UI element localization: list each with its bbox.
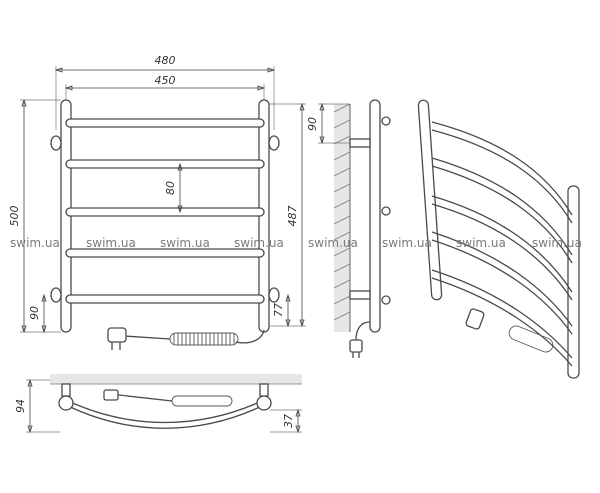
watermark-text: swim.ua xyxy=(308,236,358,250)
side-plug-icon xyxy=(349,339,363,358)
side-rung-2 xyxy=(381,206,391,216)
side-bracket-top xyxy=(349,138,371,148)
dim-overall-height: 500 xyxy=(8,206,21,227)
watermark-text: swim.ua xyxy=(10,236,60,250)
watermarks: swim.ua swim.ua swim.ua swim.ua swim.ua … xyxy=(10,236,582,250)
bottom-spiral-cord xyxy=(171,395,233,407)
persp-rung-1 xyxy=(431,121,573,216)
watermark-text: swim.ua xyxy=(532,236,582,250)
dim-bottom-offset-left: 90 xyxy=(28,306,41,320)
bottom-bracket-right xyxy=(259,383,269,397)
watermark-text: swim.ua xyxy=(382,236,432,250)
cord xyxy=(123,335,171,340)
mount-bottom-right xyxy=(268,287,280,303)
side-bracket-bottom xyxy=(349,290,371,300)
front-dimensions: 480 450 500 487 80 90 77 xyxy=(8,54,306,334)
rung-2 xyxy=(65,159,265,169)
perspective-view xyxy=(417,99,580,379)
side-rung-3 xyxy=(381,295,391,305)
dim-bottom-offset-right: 77 xyxy=(272,303,285,317)
dim-overall-width: 480 xyxy=(155,54,176,67)
persp-plug-icon xyxy=(465,308,485,330)
plug-icon xyxy=(107,327,127,350)
rung-1 xyxy=(65,118,265,128)
persp-rung-2 xyxy=(431,157,573,256)
bottom-view: 94 37 xyxy=(14,374,302,434)
persp-right-upright xyxy=(567,185,580,379)
side-rung-1 xyxy=(381,116,391,126)
bottom-left-pipe xyxy=(58,395,74,411)
mount-top-right xyxy=(268,135,280,151)
wall-section xyxy=(334,104,350,332)
bottom-rung-curve xyxy=(65,399,265,424)
watermark-text: swim.ua xyxy=(86,236,136,250)
persp-left-upright xyxy=(417,99,443,301)
bottom-cord xyxy=(109,393,173,402)
side-upright xyxy=(369,99,381,333)
persp-rung-3 xyxy=(431,195,573,293)
spiral-cord xyxy=(169,332,239,346)
dim-axis-width: 450 xyxy=(155,74,176,87)
persp-spiral-cord xyxy=(508,325,554,353)
dim-rung-spacing: 80 xyxy=(164,181,177,195)
watermark-text: swim.ua xyxy=(160,236,210,250)
front-view xyxy=(50,99,280,350)
mount-bottom-left xyxy=(50,287,62,303)
cable xyxy=(235,329,265,344)
dim-side-top-offset: 90 xyxy=(306,117,319,131)
side-cable xyxy=(355,321,371,341)
persp-rung-4 xyxy=(431,231,573,327)
rung-4 xyxy=(65,248,265,258)
watermark-text: swim.ua xyxy=(234,236,284,250)
watermark-text: swim.ua xyxy=(456,236,506,250)
bottom-plug-icon xyxy=(103,389,119,401)
dim-axis-height: 487 xyxy=(286,206,299,227)
rung-3 xyxy=(65,207,265,217)
persp-rung-5 xyxy=(431,269,573,359)
bottom-wall-section xyxy=(50,374,302,384)
bottom-bracket-left xyxy=(61,383,71,397)
dim-depth: 94 xyxy=(14,399,27,413)
mount-top-left xyxy=(50,135,62,151)
bottom-right-pipe xyxy=(256,395,272,411)
dim-bottom-depth: 37 xyxy=(282,414,295,428)
side-view: 90 xyxy=(306,99,391,358)
rung-5 xyxy=(65,294,265,304)
rungs xyxy=(65,118,265,304)
